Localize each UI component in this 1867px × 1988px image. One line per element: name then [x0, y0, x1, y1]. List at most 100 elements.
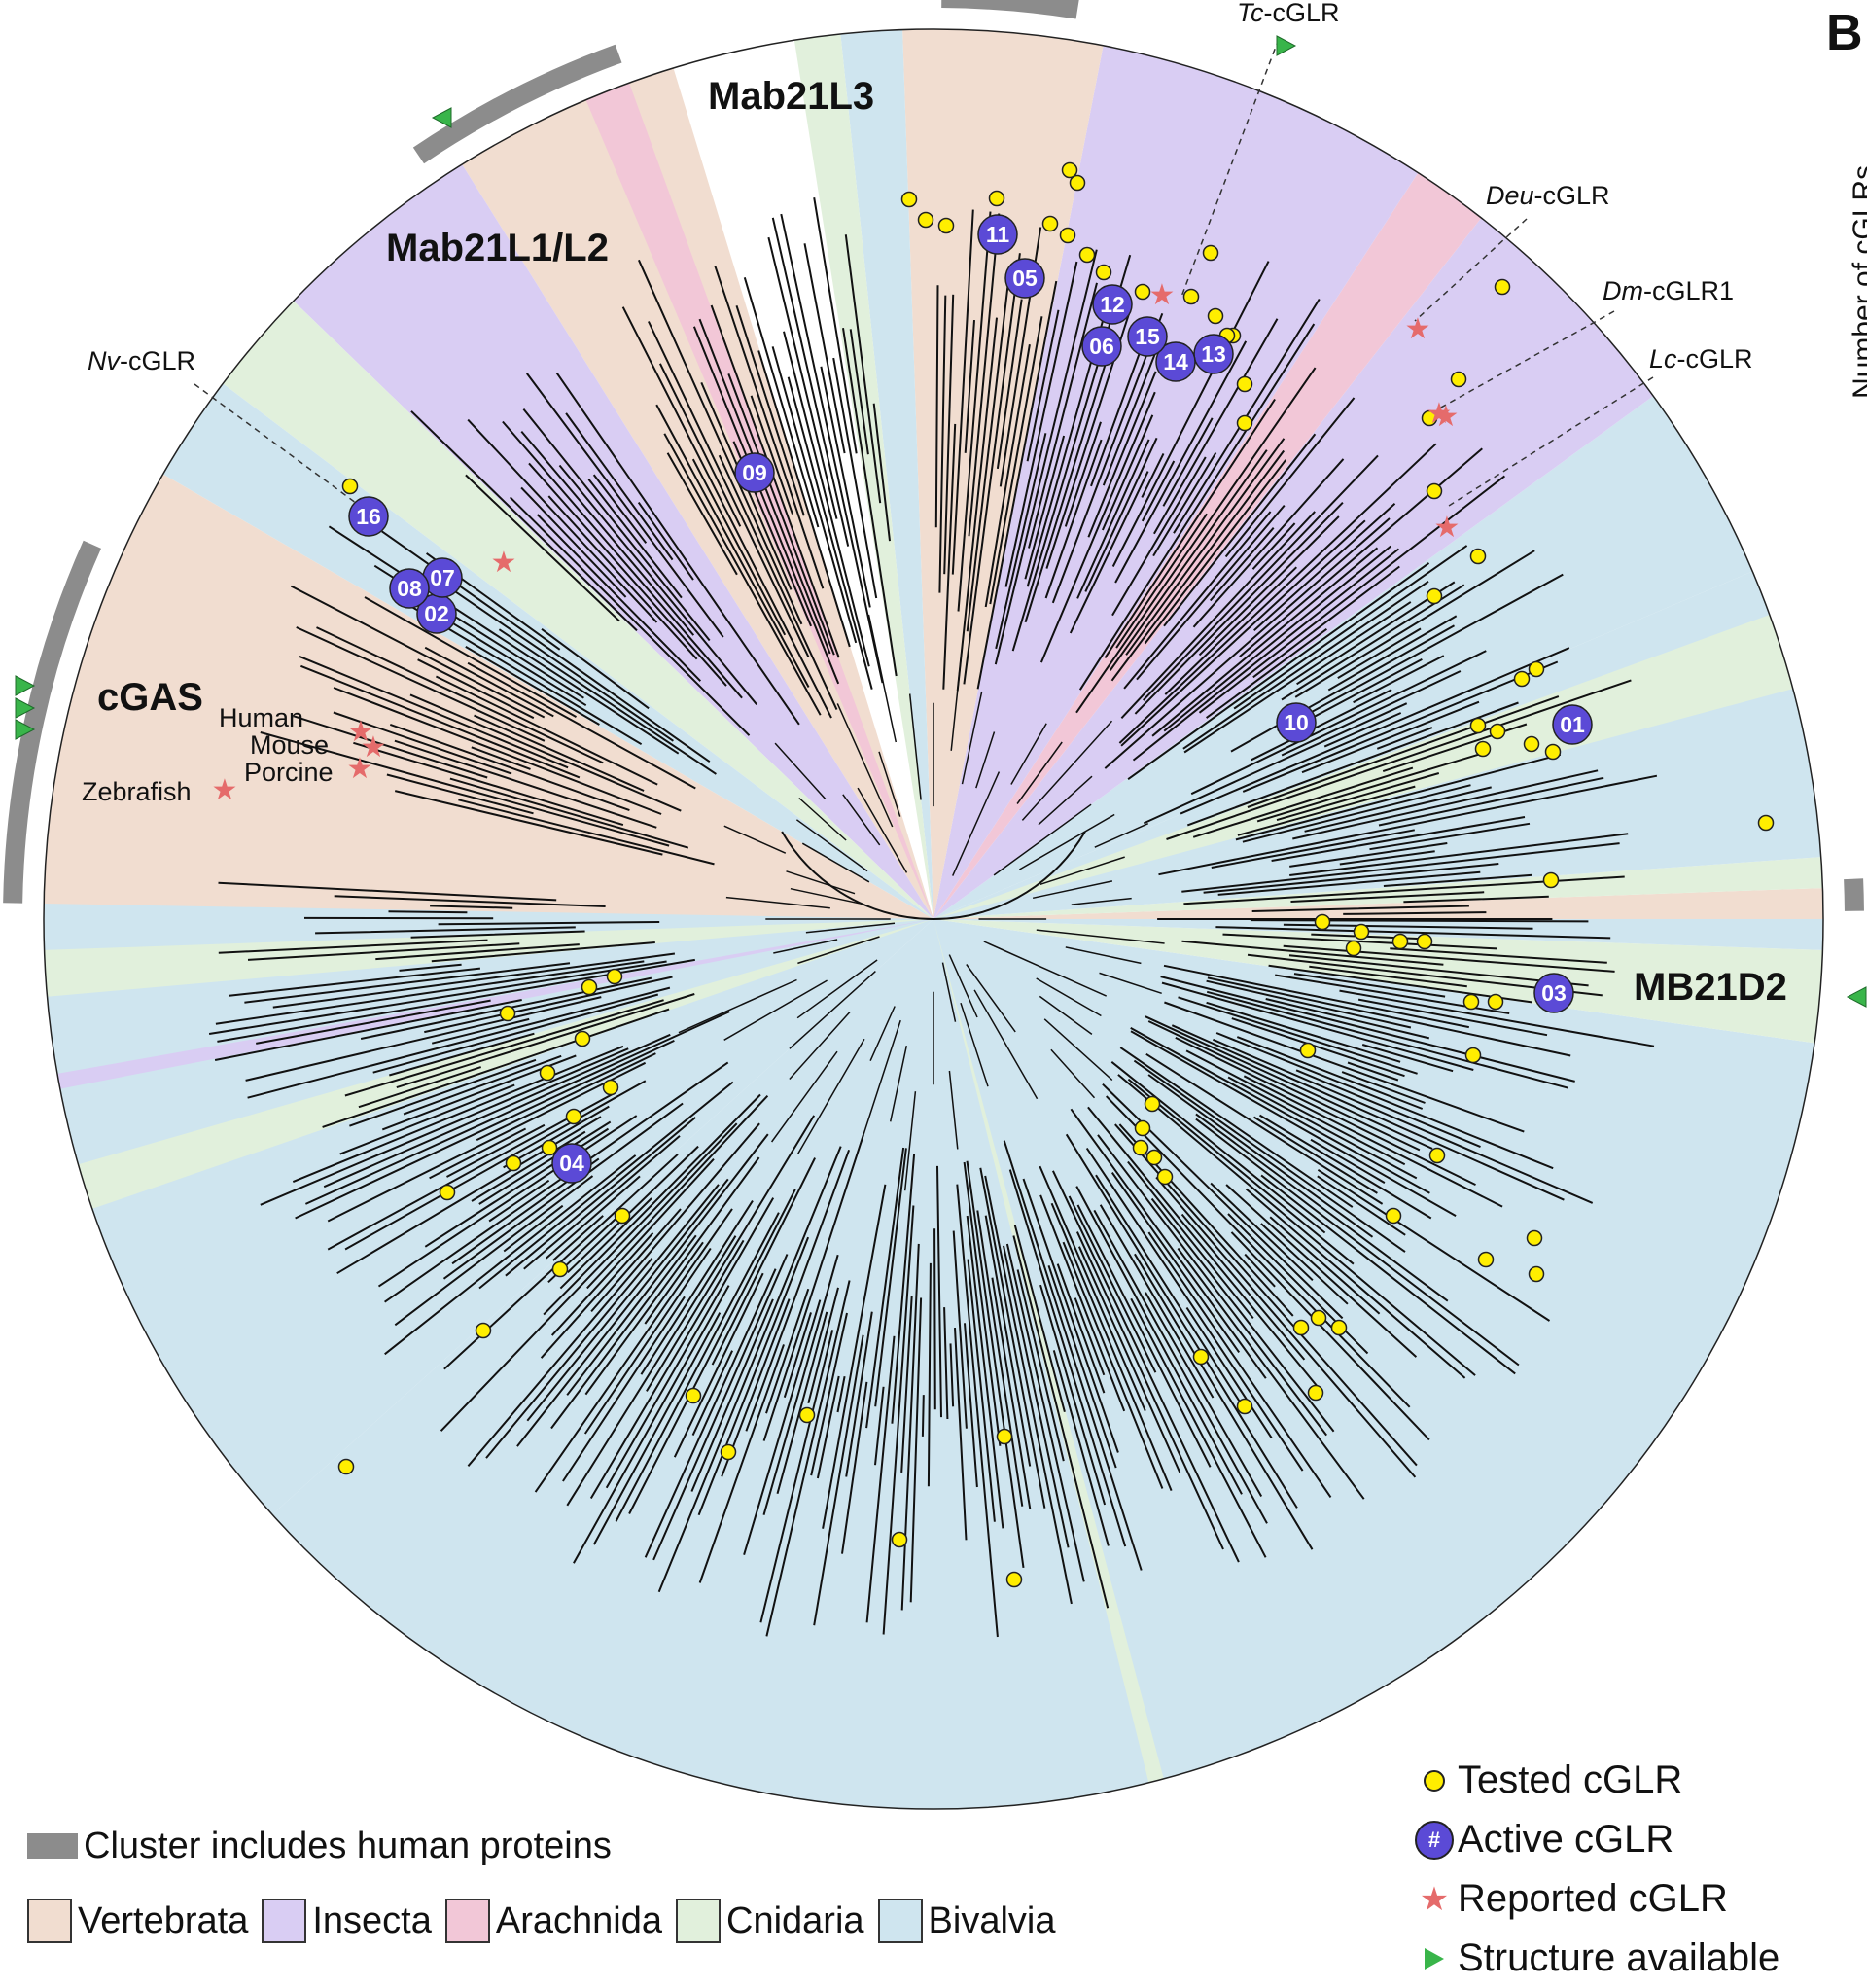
tested-cglr-dot	[1528, 1265, 1545, 1283]
legend-taxon-cnidaria: Cnidaria	[676, 1899, 864, 1943]
legend-structure-label: Structure available	[1458, 1936, 1780, 1979]
cluster-bar-mb21d2	[1844, 878, 1864, 911]
reported-cglr-star: ★	[1405, 313, 1431, 345]
reported-cglr-star: ★	[1434, 512, 1461, 544]
tested-cglr-dot	[574, 1030, 591, 1047]
tested-cglr-dot	[1513, 670, 1531, 688]
tested-cglr-dot	[1236, 414, 1253, 432]
active-cglr-number: 11	[986, 222, 1010, 247]
active-cglr-badge-14: 14	[1155, 341, 1196, 382]
sector-bivalvia	[934, 396, 1753, 919]
tested-cglr-dot	[551, 1260, 569, 1278]
gene-label-nv-cglr: Nv-cGLR	[88, 346, 195, 375]
clade-label-mab21l3: Mab21L3	[708, 75, 874, 118]
tested-cglr-dot	[1428, 1147, 1446, 1164]
reported-cglr-star: ★	[347, 753, 373, 785]
tested-cglr-dot	[1542, 871, 1560, 889]
legend-taxon-arachnida: Arachnida	[444, 1899, 662, 1943]
active-cglr-number: 04	[559, 1151, 584, 1176]
leader-lc	[1448, 376, 1654, 507]
structure-triangle-icon	[1425, 1947, 1444, 1970]
taxon-label: Arachnida	[495, 1899, 662, 1941]
active-cglr-badge-04: 04	[551, 1143, 592, 1184]
tested-cglr-dot	[1005, 1571, 1023, 1588]
tested-cglr-dot	[1041, 215, 1059, 232]
legend-taxon-insecta: Insecta	[262, 1899, 432, 1943]
active-cglr-badge-09: 09	[734, 452, 775, 493]
leader-tc	[1180, 38, 1280, 298]
legend-cluster-row: Cluster includes human proteins	[27, 1819, 1069, 1873]
tested-cglr-dot	[1487, 993, 1504, 1011]
species-label-porcine: Porcine	[244, 758, 334, 787]
tested-cglr-dot	[341, 478, 359, 495]
sector-cnidaria	[223, 301, 934, 920]
tree-outer-ring	[43, 28, 1824, 1810]
tested-cglr-dot	[1416, 933, 1433, 950]
legend-reported-label: Reported cGLR	[1458, 1877, 1728, 1920]
active-cglr-number: 13	[1201, 341, 1226, 367]
species-label-mouse: Mouse	[250, 730, 329, 760]
active-cglr-number: 09	[742, 460, 767, 485]
legend-cluster-label: Cluster includes human proteins	[84, 1825, 612, 1866]
clade-label-cgas: cGAS	[97, 676, 203, 719]
active-cglr-badge-10: 10	[1276, 702, 1317, 743]
active-cglr-badge-06: 06	[1081, 326, 1122, 367]
tested-cglr-dot	[1134, 1119, 1151, 1137]
reported-cglr-star: ★	[1427, 398, 1453, 430]
species-label-zebrafish: Zebrafish	[82, 777, 192, 806]
clade-label-mb21d2: MB21D2	[1634, 966, 1787, 1009]
tested-cglr-dot	[1391, 933, 1409, 950]
tested-cglr-dot	[1426, 482, 1443, 500]
sector-vertebrata	[934, 888, 1823, 919]
tested-cglr-dot	[1145, 1149, 1163, 1166]
tested-cglr-dot	[1307, 1384, 1324, 1402]
tested-cglr-dot	[1310, 1309, 1327, 1327]
legend-taxon-bivalvia: Bivalvia	[877, 1899, 1055, 1943]
tested-cglr-dot	[1462, 993, 1480, 1011]
tested-cglr-dot	[1426, 587, 1443, 605]
active-cglr-circle	[1533, 973, 1574, 1013]
tested-cglr-dot	[1314, 913, 1331, 931]
tested-cglr-dot	[1059, 227, 1076, 244]
tested-cglr-dot	[565, 1108, 582, 1125]
tested-cglr-dot	[1385, 1207, 1402, 1225]
tested-cglr-dot	[1345, 940, 1362, 957]
side-axis-label: Number of cGLRs	[1848, 164, 1867, 399]
tested-cglr-dot	[1078, 246, 1096, 264]
tested-cglr-dot	[541, 1139, 558, 1156]
tested-cglr-dot	[1526, 1229, 1543, 1247]
active-cglr-badge-07: 07	[422, 557, 463, 598]
taxon-swatch	[444, 1899, 490, 1943]
reported-cglr-star: ★	[491, 547, 517, 579]
tested-cglr-dot	[1421, 409, 1438, 427]
root-arc	[781, 831, 1086, 920]
structure-available-triangle	[15, 697, 36, 719]
sector-cnidaria	[793, 34, 934, 920]
tested-cglr-dot	[581, 978, 598, 996]
leader-deu	[1414, 218, 1528, 322]
tested-cglr-dot	[1469, 717, 1487, 734]
tested-cglr-dot	[614, 1207, 631, 1225]
reported-star-icon: ★	[1419, 1880, 1450, 1918]
tested-cglr-dot	[996, 1428, 1013, 1445]
cluster-bar-mab21l3	[941, 0, 1079, 19]
sector-vertebrata	[44, 474, 934, 919]
terminal-branches	[208, 197, 1658, 1638]
sector-arachnida	[934, 172, 1482, 919]
active-cglr-circle	[1127, 316, 1168, 357]
internal-branches	[678, 614, 1165, 1191]
tested-cglr-dot	[1494, 278, 1511, 296]
taxon-legend: Cluster includes human proteins Vertebra…	[27, 1819, 1069, 1943]
taxon-swatch	[27, 1899, 72, 1943]
clade-label-mab21l1l2: Mab21L1/L2	[386, 227, 609, 269]
tested-cglr-dot	[1202, 244, 1219, 262]
active-cglr-circle	[1081, 326, 1122, 367]
tested-cglr-dot	[1353, 923, 1370, 941]
tested-cglr-dot	[1757, 814, 1775, 832]
tested-cglr-dot	[798, 1406, 816, 1424]
structure-available-triangle	[15, 719, 36, 740]
active-cglr-badge-03: 03	[1533, 973, 1574, 1013]
active-cglr-number: 10	[1284, 710, 1309, 735]
gene-label-tc-cglr: Tc-cGLR	[1237, 0, 1340, 27]
